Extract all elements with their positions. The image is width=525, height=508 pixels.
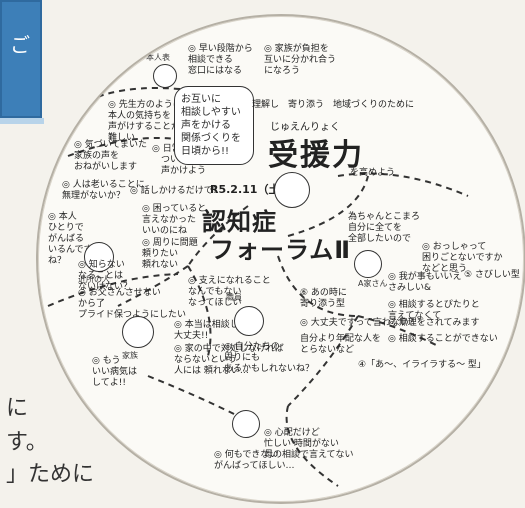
note: ⑥ あの時に 寄り添う型	[300, 288, 347, 309]
forum-title-line-1: 認知症	[202, 208, 277, 236]
note: 為ちゃんとこまろ 自分に全てを 全部したいので	[348, 212, 421, 244]
note: ◎ 周りに問題 頼りたい 頼れない	[142, 238, 198, 270]
graphic-record-circle: 本人表 ◎ 早い段階から 相談できる 窓口にはなる ◎ 家族が負担を 互いに分か…	[36, 14, 525, 504]
face-icon	[153, 64, 177, 88]
note: ◎ 相談するとぴたりと 言えてなくて	[388, 300, 480, 321]
note: ◎ 家族が負担を 互いに分かれ合う になろう	[264, 44, 337, 76]
body-text-line-2: す。	[6, 430, 48, 455]
note: ◎ 先生方のように 本人の気持ちを 声がけすることが 難しい	[108, 100, 182, 143]
face-icon	[84, 242, 114, 272]
event-date: R5.2.11（土）	[210, 183, 291, 196]
note: ◎ 話しかけるだけで?	[130, 186, 218, 196]
note: ◎ 人は老いることに 無理がないか？	[62, 180, 145, 201]
forum-title-line-2: フォーラムⅡ	[210, 236, 352, 264]
body-text-line-1: に	[6, 396, 29, 421]
center-speech-bubble: お互いに 相談しやすい 声をかける 関係づくりを 日頃から!!	[174, 86, 254, 165]
theme-subtitle: 理解し 寄り添う 地域づくりのために	[252, 100, 415, 110]
body-text-line-3: 」ために	[6, 462, 95, 487]
divider-lines	[47, 87, 469, 487]
note: ◎ 大丈夫ですって言わない？	[300, 318, 418, 328]
tab-shadow	[0, 118, 44, 124]
note: ◎ 知らない なることは ないけない？	[78, 260, 133, 292]
note: ◎ 本人 ひとりで がんばる いるんです ね？	[48, 212, 93, 266]
note: ◎ 気づいてまいた 家族の声を おねがいします	[74, 140, 147, 172]
note: ◎ 自分たちの 周りにも あるかもしれないね？	[224, 342, 315, 374]
note: ④「あ〜、イライラする〜 型」	[358, 360, 486, 370]
note: 自分より年配な人を とらないなど	[300, 334, 381, 355]
note: ◎ 我が事もいいえ さみしい&	[388, 272, 462, 293]
note: ◎ 無理をされてみます	[388, 318, 480, 328]
note: ◎ もう いい病気は してよ!!	[92, 356, 138, 388]
theme-ending: を高めよう	[350, 168, 396, 178]
note: ◎ お父さんさせない から了 プライド保つようにしたい	[78, 288, 187, 320]
section-tab: ご	[0, 0, 42, 118]
face-icon	[122, 316, 154, 348]
note: ⑤ さびしい型	[464, 270, 520, 280]
tab-label: ご	[10, 33, 30, 57]
note: ◎ 支えになれること なんでもない なってほしい	[188, 276, 271, 308]
theme-main: 受援力	[268, 138, 364, 173]
label-person: 本人表	[146, 53, 170, 62]
face-icon	[354, 250, 382, 278]
note: ◎ 家の中で対処しなければ ならないという 人には 頼れない…	[174, 344, 284, 376]
face-icon	[274, 172, 310, 208]
note: ◎ 早い段階から 相談できる 窓口にはなる	[188, 44, 253, 76]
label-mr-a: A家さん	[358, 279, 388, 288]
note: ◎ 心配だけど 忙しい 時間がない 母の相談で言えてない	[264, 428, 354, 460]
note: ◎ 相談することができない	[388, 334, 498, 344]
label-neighbor: 近所の人	[78, 275, 110, 284]
note: ◎ 本当は相談したい 大丈夫!!	[174, 320, 257, 341]
label-staff: 職員	[226, 293, 242, 302]
label-family: 家族	[122, 351, 138, 360]
note: ◎ 困っていると 言えなかった いいのにね	[142, 204, 207, 236]
face-icon	[232, 410, 260, 438]
note: ◎ おっしゃって 困りごとないですか などと思う	[422, 242, 503, 274]
theme-reading: じゅえんりょく	[270, 122, 340, 133]
face-icon	[234, 306, 264, 336]
note: ◎ 何もできない がんばってほしい…	[214, 450, 295, 471]
